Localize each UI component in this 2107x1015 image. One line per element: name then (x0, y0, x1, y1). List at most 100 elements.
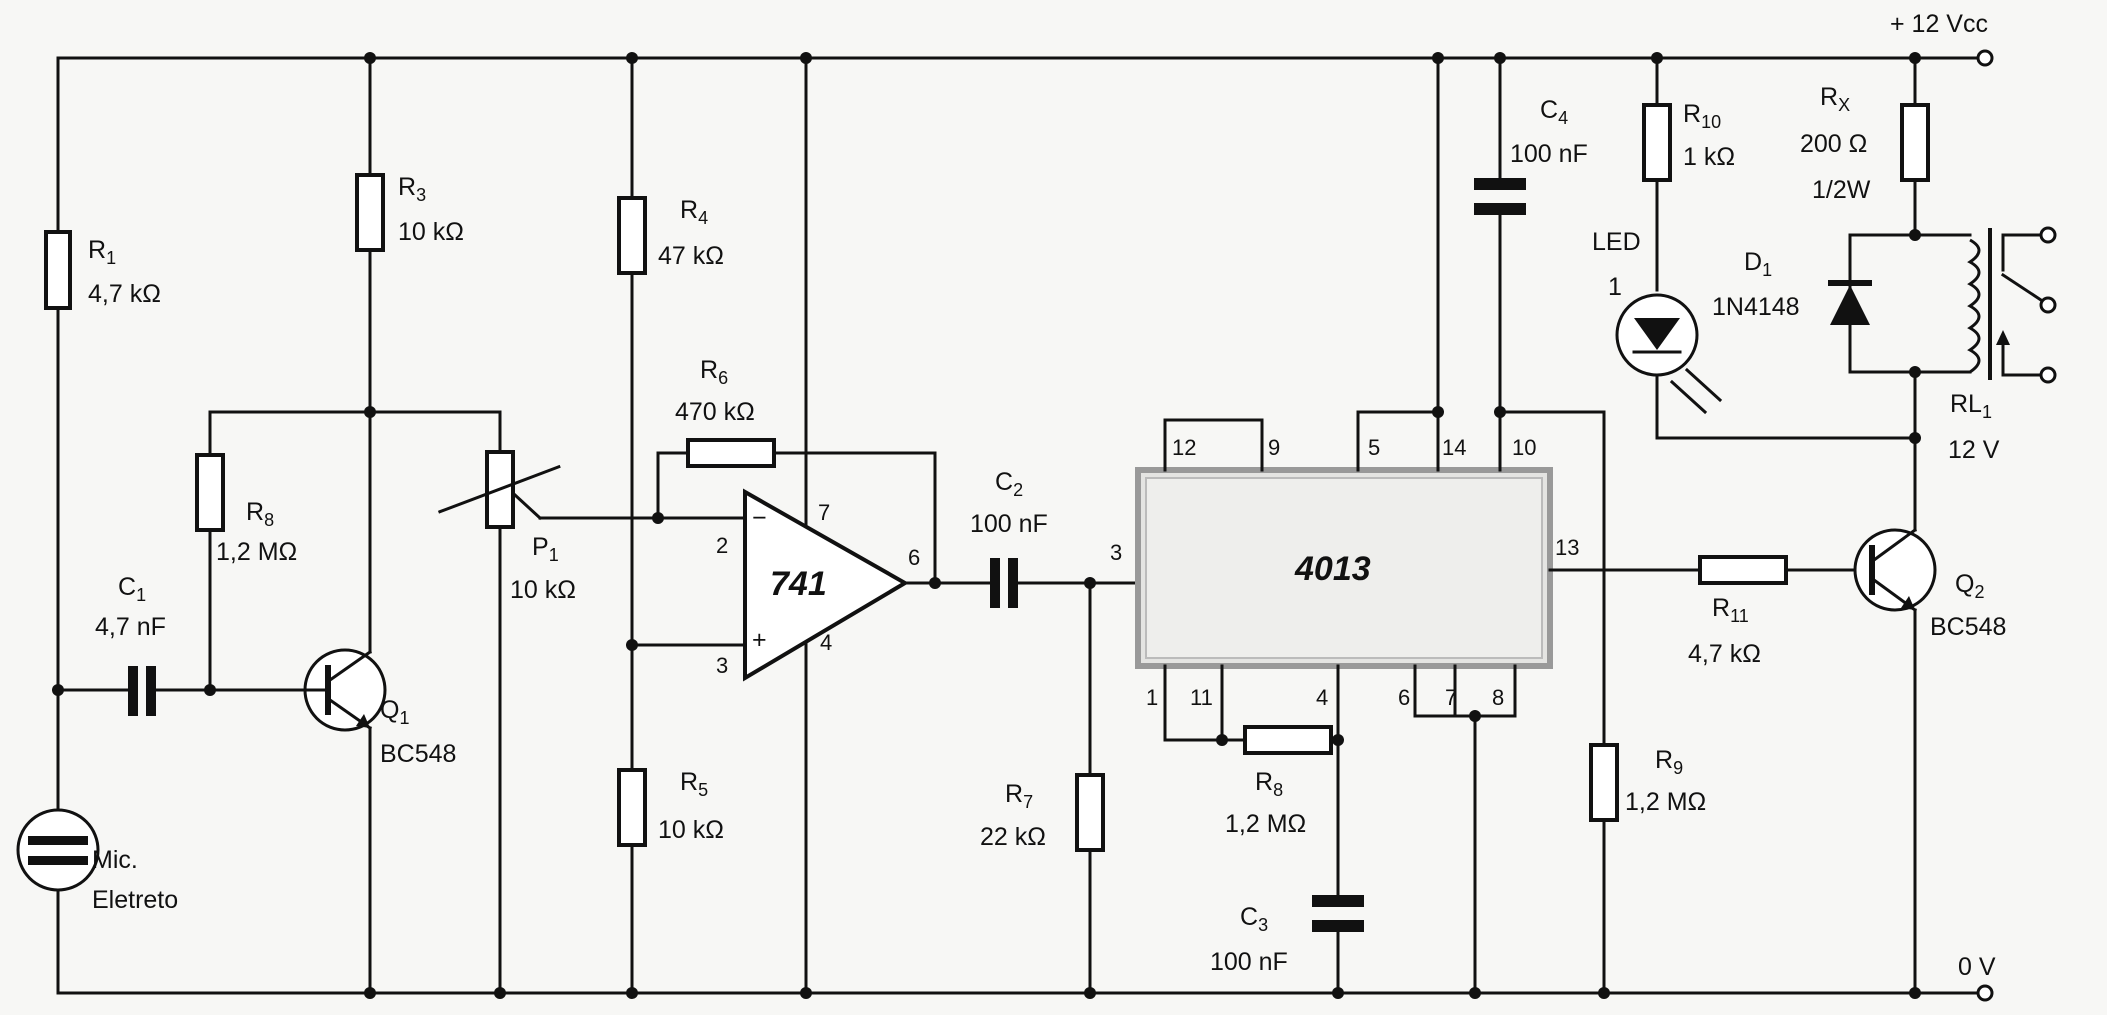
r11-ref: R11 (1712, 594, 1749, 626)
ic-pin1: 1 (1146, 685, 1158, 710)
r3-value: 10 kΩ (398, 218, 464, 246)
opamp-741 (743, 488, 909, 682)
c1-ref: C1 (118, 573, 146, 605)
r5-value: 10 kΩ (658, 816, 724, 844)
opamp-pin2: 2 (716, 533, 728, 558)
vcc-rail (56, 49, 1994, 67)
mic-label-1: Mic. (92, 846, 138, 874)
ic-pin3: 3 (1110, 540, 1122, 565)
r3-ref: R3 (398, 173, 426, 205)
ic-pin9: 9 (1268, 435, 1280, 460)
vcc-label: + 12 Vcc (1890, 10, 1988, 38)
r11-value: 4,7 kΩ (1688, 640, 1761, 668)
r1-resistor (44, 230, 72, 310)
d1-value: 1N4148 (1712, 293, 1800, 321)
ic-pin4: 4 (1316, 685, 1328, 710)
relay-coil (1967, 228, 1992, 380)
opamp-pin6: 6 (908, 545, 920, 570)
r4-resistor (617, 196, 647, 275)
opamp-name: 741 (770, 565, 827, 603)
ic-pin8: 8 (1492, 685, 1504, 710)
r7-value: 22 kΩ (980, 823, 1046, 851)
rx-value: 200 Ω (1800, 130, 1867, 158)
opamp-pin4: 4 (820, 630, 832, 655)
gnd-label: 0 V (1958, 953, 1996, 981)
ic-pin14: 14 (1442, 435, 1466, 460)
q1-value: BC548 (380, 740, 456, 768)
opamp-plus: + (752, 626, 767, 654)
r8b-resistor (1243, 725, 1333, 755)
r4-value: 47 kΩ (658, 242, 724, 270)
r9-resistor (1589, 743, 1619, 822)
r10-ref: R10 (1683, 100, 1721, 132)
q2-value: BC548 (1930, 613, 2006, 641)
gnd-terminal (1976, 984, 1994, 1002)
ic-pin11: 11 (1190, 685, 1213, 710)
q1-ref: Q1 (380, 696, 409, 728)
rx-resistor (1900, 103, 1930, 182)
c3-plate-b (1312, 920, 1364, 932)
ic-name: 4013 (1294, 550, 1371, 588)
r8a-ref: R8 (246, 498, 274, 530)
led-1 (1615, 293, 1723, 415)
r7-resistor (1075, 773, 1105, 852)
led-sub: 1 (1608, 273, 1622, 301)
ic-pin10: 10 (1512, 435, 1536, 460)
q2-ref: Q2 (1955, 570, 1984, 602)
ic-pin6: 6 (1398, 685, 1410, 710)
r6-value: 470 kΩ (675, 398, 755, 426)
p1-ref: P1 (532, 533, 559, 565)
vcc-terminal (1976, 49, 1994, 67)
q2-transistor (1853, 527, 1937, 613)
r10-value: 1 kΩ (1683, 143, 1735, 171)
rx-ref: RX (1820, 83, 1850, 115)
r8a-resistor (195, 453, 225, 532)
mic-label-2: Eletreto (92, 886, 178, 914)
rl1-value: 12 V (1948, 436, 2000, 464)
electret-mic (16, 808, 100, 892)
p1-value: 10 kΩ (510, 576, 576, 604)
opamp-pin3: 3 (716, 653, 728, 678)
r9-value: 1,2 MΩ (1625, 788, 1706, 816)
r1-value: 4,7 kΩ (88, 280, 161, 308)
r5-resistor (617, 768, 647, 847)
d1-ref: D1 (1744, 248, 1772, 280)
c1-plate-a (128, 666, 138, 716)
rx-rating: 1/2W (1812, 176, 1871, 204)
r6-resistor (686, 438, 776, 468)
c4-plate-a (1474, 178, 1526, 190)
r3-resistor (355, 173, 385, 252)
r7-ref: R7 (1005, 780, 1033, 812)
c4-ref: C4 (1540, 96, 1568, 128)
c4-plate-b (1474, 203, 1526, 215)
c1-value: 4,7 nF (95, 613, 166, 641)
c2-ref: C2 (995, 468, 1023, 500)
c2-value: 100 nF (970, 510, 1048, 538)
ic-pin12: 12 (1172, 435, 1196, 460)
r6-ref: R6 (700, 356, 728, 388)
r8b-value: 1,2 MΩ (1225, 810, 1306, 838)
d1-diode (1828, 280, 1872, 325)
r1-ref: R1 (88, 236, 116, 268)
c1-plate-b (146, 666, 156, 716)
led-ref: LED (1592, 228, 1641, 256)
c3-value: 100 nF (1210, 948, 1288, 976)
c2-plate-a (990, 558, 1000, 608)
c2-plate-b (1008, 558, 1018, 608)
r10-resistor (1642, 103, 1672, 182)
ic-pin13: 13 (1555, 535, 1579, 560)
relay-contacts (1996, 226, 2057, 384)
ic-pin5: 5 (1368, 435, 1380, 460)
r9-ref: R9 (1655, 746, 1683, 778)
r8b-ref: R8 (1255, 768, 1283, 800)
c3-ref: C3 (1240, 903, 1268, 935)
opamp-minus: − (752, 504, 767, 532)
rl1-ref: RL1 (1950, 390, 1992, 422)
c4-value: 100 nF (1510, 140, 1588, 168)
c3-plate-a (1312, 895, 1364, 907)
r5-ref: R5 (680, 768, 708, 800)
r11-resistor (1698, 555, 1788, 585)
ic-4013 (1135, 467, 1553, 669)
